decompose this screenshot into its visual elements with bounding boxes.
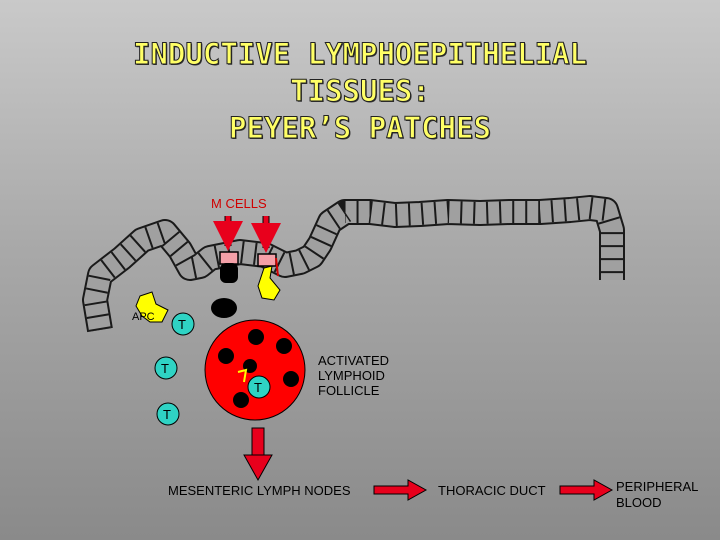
apc-cell — [135, 291, 169, 323]
peripheral-blood-line-1: PERIPHERAL — [616, 479, 699, 494]
thoracic-duct-label: THORACIC DUCT — [438, 483, 546, 498]
page-title: INDUCTIVE LYMPHOEPITHELIAL TISSUES: PEYE… — [0, 36, 720, 147]
m-cell-left — [219, 251, 239, 283]
title-line-1: INDUCTIVE LYMPHOEPITHELIAL — [133, 37, 588, 72]
peripheral-blood-line-2: BLOOD — [616, 495, 662, 510]
lymphocyte-subepithelial — [211, 298, 237, 318]
intestinal-epithelium — [82, 195, 625, 333]
follicle-t-cell-label: T — [254, 380, 262, 395]
follicle-label: ACTIVATED LYMPHOID FOLLICLE — [318, 353, 389, 398]
peripheral-blood-label: PERIPHERAL BLOOD — [616, 479, 698, 511]
t-cell-lower: T — [156, 402, 180, 426]
m-cell-right — [257, 253, 281, 301]
activated-lymphoid-follicle: T — [204, 319, 306, 421]
mesenteric-lymph-nodes-label: MESENTERIC LYMPH NODES — [168, 483, 351, 498]
arrow-to-peripheral-blood — [559, 479, 614, 501]
arrow-to-thoracic-duct — [373, 479, 428, 501]
t-cell-left: T — [154, 356, 178, 380]
m-cells-arrows — [213, 216, 281, 253]
svg-text:T: T — [161, 361, 169, 376]
title-line-3: PEYER’S PATCHES — [229, 111, 492, 146]
svg-text:T: T — [178, 317, 186, 332]
m-cells-label: M CELLS — [211, 196, 267, 211]
t-cell-near-apc: T — [171, 312, 195, 336]
svg-text:T: T — [163, 407, 171, 422]
arrow-to-lymph-nodes — [243, 427, 273, 482]
apc-label: APC — [132, 311, 155, 323]
follicle-label-line-1: ACTIVATED — [318, 353, 390, 368]
follicle-label-line-3: FOLLICLE — [318, 383, 380, 398]
follicle-label-line-2: LYMPHOID — [318, 368, 385, 383]
title-line-2: TISSUES: — [290, 74, 431, 109]
